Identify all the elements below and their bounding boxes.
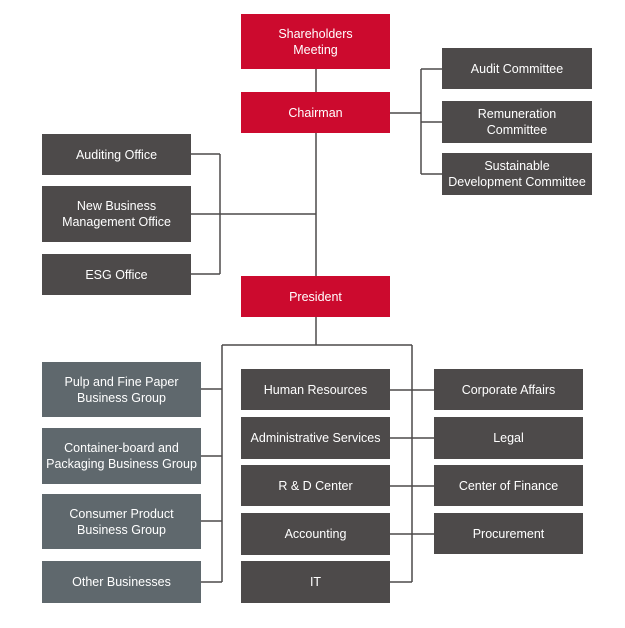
procurement-box: Procurement — [434, 513, 583, 554]
audit-committee-box: Audit Committee — [442, 48, 592, 89]
accounting-box: Accounting — [241, 513, 390, 555]
human-resources-box: Human Resources — [241, 369, 390, 410]
it-box: IT — [241, 561, 390, 603]
shareholders-meeting-box: Shareholders Meeting — [241, 14, 390, 69]
center-of-finance-box: Center of Finance — [434, 465, 583, 506]
rd-center-box: R & D Center — [241, 465, 390, 506]
consumer-product-group-box: Consumer Product Business Group — [42, 494, 201, 549]
administrative-services-box: Administrative Services — [241, 417, 390, 459]
auditing-office-box: Auditing Office — [42, 134, 191, 175]
other-businesses-box: Other Businesses — [42, 561, 201, 603]
esg-office-box: ESG Office — [42, 254, 191, 295]
president-box: President — [241, 276, 390, 317]
containerboard-packaging-group-box: Container-board and Packaging Business G… — [42, 428, 201, 484]
remuneration-committee-box: Remuneration Committee — [442, 101, 592, 143]
corporate-affairs-box: Corporate Affairs — [434, 369, 583, 410]
chairman-box: Chairman — [241, 92, 390, 133]
sustainable-development-committee-box: Sustainable Development Committee — [442, 153, 592, 195]
new-business-management-office-box: New Business Management Office — [42, 186, 191, 242]
legal-box: Legal — [434, 417, 583, 459]
pulp-fine-paper-group-box: Pulp and Fine Paper Business Group — [42, 362, 201, 417]
